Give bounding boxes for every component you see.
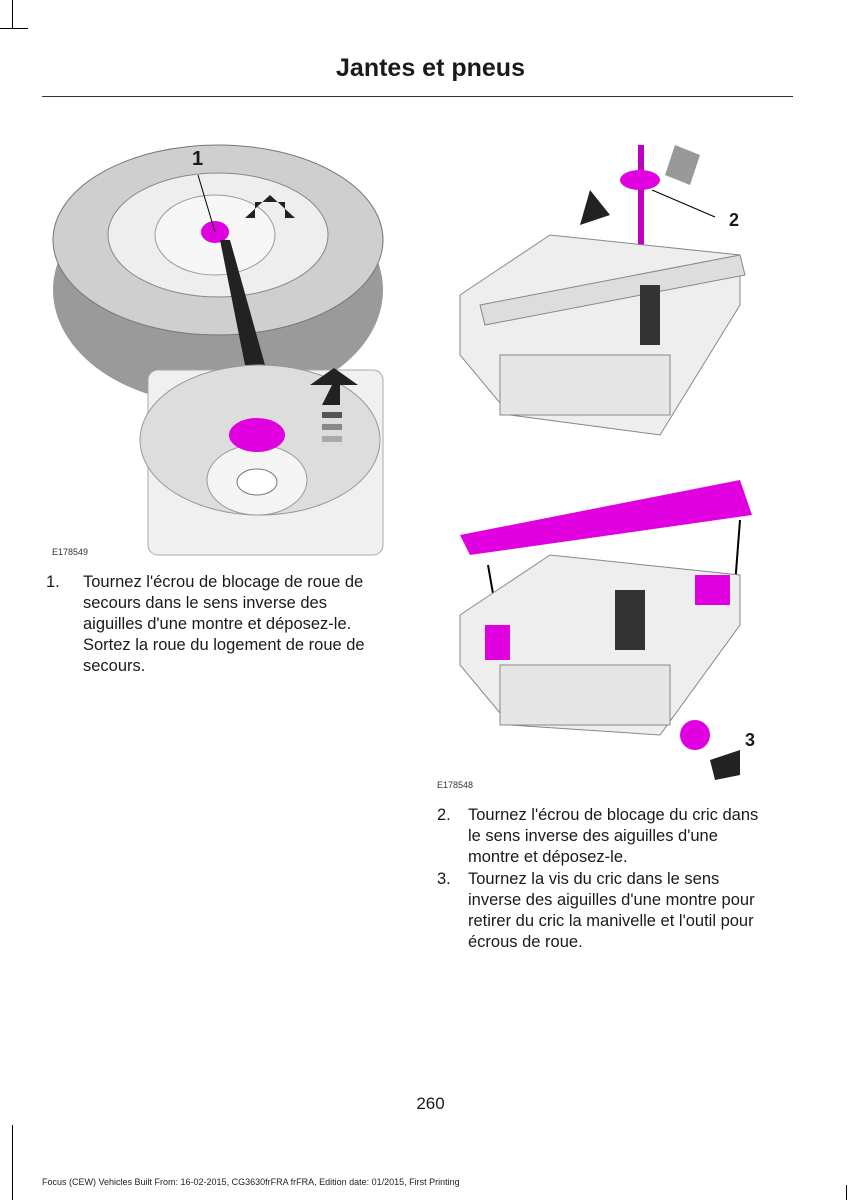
step-number: 2.: [437, 806, 451, 824]
step-line: secours dans le sens inverse des: [83, 594, 327, 612]
footer-text: Focus (CEW) Vehicles Built From: 16-02-2…: [42, 1177, 460, 1187]
step-line: inverse des aiguilles d'une montre pour: [468, 891, 755, 909]
callout-1: 1: [192, 148, 204, 170]
page-number: 260: [416, 1094, 445, 1113]
step-line: retirer du cric la manivelle et l'outil …: [468, 912, 754, 930]
step-line: Tournez la vis du cric dans le sens: [468, 870, 720, 888]
jack-illustration: [459, 145, 752, 780]
step-line: Tournez l'écrou de blocage de roue de: [83, 573, 364, 591]
crop-mark: [12, 1125, 13, 1200]
callout-3: 3: [745, 730, 756, 750]
crop-mark: [846, 1185, 847, 1200]
step-2: 2. Tournez l'écrou de blocage du cric da…: [437, 805, 817, 871]
crop-mark: [12, 0, 13, 28]
crop-mark: [0, 28, 28, 29]
spare-wheel-illustration: [52, 144, 384, 556]
header-divider: [42, 96, 793, 97]
step-number: 3.: [437, 870, 451, 888]
figure-id: E178549: [52, 547, 89, 557]
step-line: écrous de roue.: [468, 933, 583, 951]
step-line: secours.: [83, 657, 146, 675]
step-line: montre et déposez-le.: [468, 848, 628, 866]
callout-2: 2: [729, 210, 740, 230]
step-1: 1. Tournez l'écrou de blocage de roue de…: [46, 572, 416, 675]
step-line: le sens inverse des aiguilles d'une: [468, 827, 718, 845]
step-line: Sortez la roue du logement de roue de: [83, 636, 365, 654]
figure-id: E178548: [437, 780, 474, 790]
step-3: 3. Tournez la vis du cric dans le sens i…: [437, 869, 817, 955]
page-title: Jantes et pneus: [336, 54, 525, 82]
step-number: 1.: [46, 573, 60, 591]
step-line: aiguilles d'une montre et déposez-le.: [83, 615, 352, 633]
step-line: Tournez l'écrou de blocage du cric dans: [468, 806, 759, 824]
